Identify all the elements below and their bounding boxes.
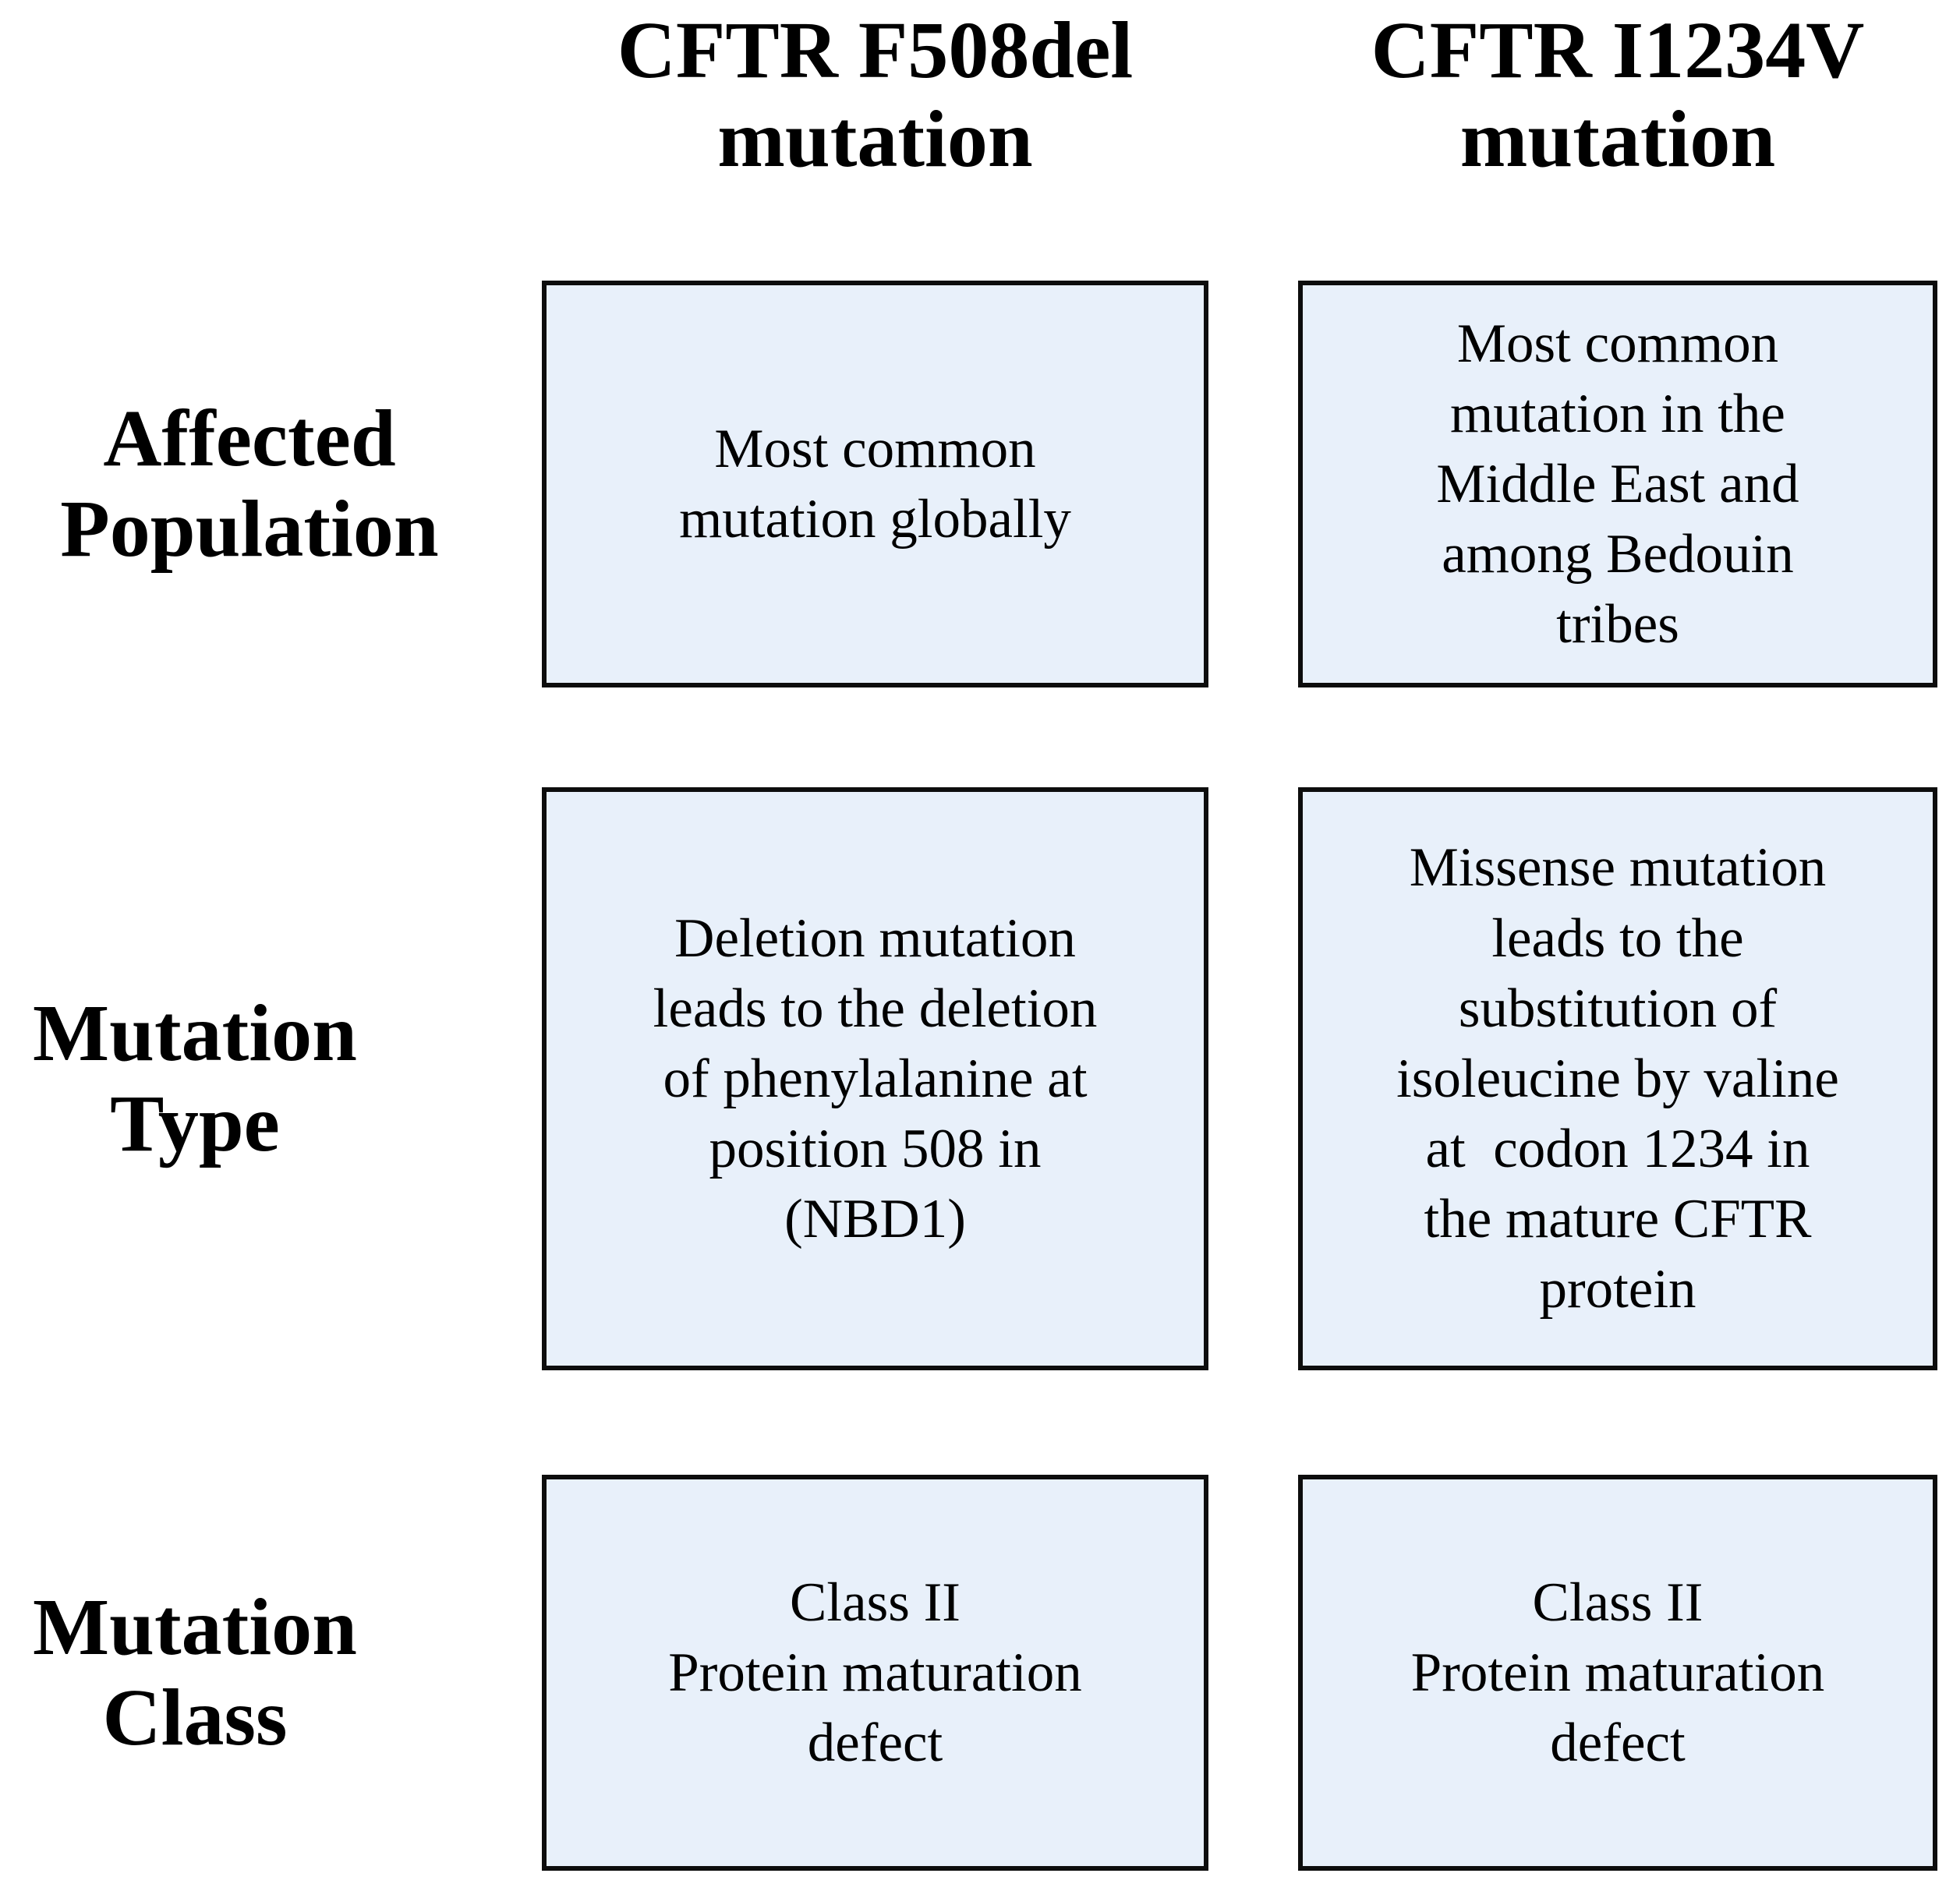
row-label-affected-population: Affected Population xyxy=(60,393,439,574)
cell-mutation-class-f508del: Class II Protein maturation defect xyxy=(542,1475,1208,1871)
column-header-i1234v: CFTR I1234V mutation xyxy=(1371,5,1865,185)
row-label-mutation-type: Mutation Type xyxy=(33,988,357,1168)
column-header-f508del: CFTR F508del mutation xyxy=(617,5,1134,185)
cell-mutation-type-i1234v: Missense mutation leads to the substitut… xyxy=(1298,787,1937,1370)
cell-affected-population-f508del: Most common mutation globally xyxy=(542,281,1208,687)
row-label-mutation-class: Mutation Class xyxy=(33,1582,357,1762)
cell-mutation-type-f508del: Deletion mutation leads to the deletion … xyxy=(542,787,1208,1370)
cell-affected-population-i1234v: Most common mutation in the Middle East … xyxy=(1298,281,1937,687)
cell-mutation-class-i1234v: Class II Protein maturation defect xyxy=(1298,1475,1937,1871)
